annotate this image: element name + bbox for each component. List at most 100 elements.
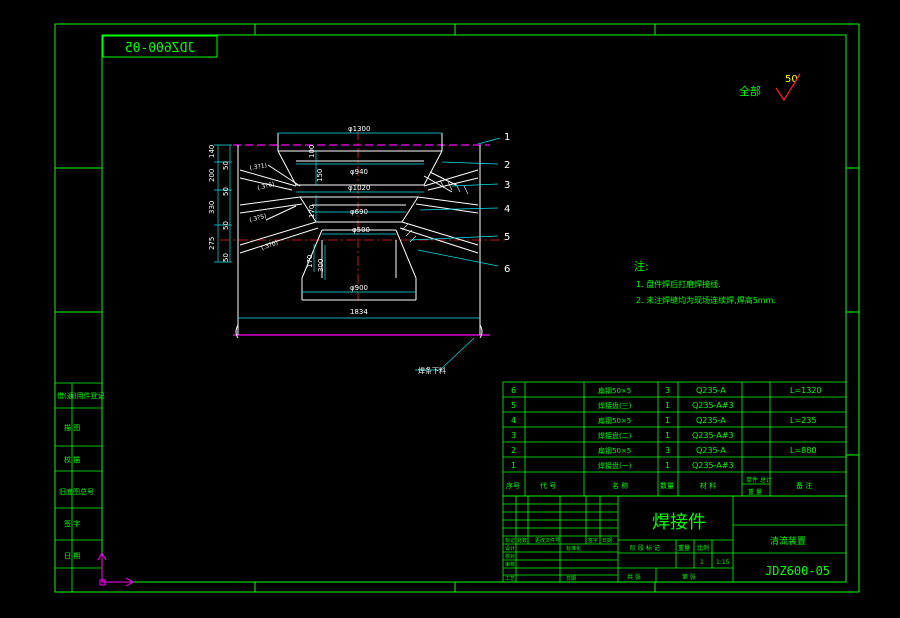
svg-text:1: 1 <box>511 461 516 470</box>
dim-d4: φ500 <box>352 226 370 234</box>
callout-3: 3 <box>504 180 510 191</box>
svg-text:Q235-A: Q235-A <box>696 386 726 395</box>
svg-text:数量: 数量 <box>660 481 674 490</box>
svg-text:备 注: 备 注 <box>796 481 812 490</box>
svg-text:3: 3 <box>665 446 670 455</box>
dim-small-1: 50 <box>222 161 230 170</box>
dim-inner-1: 100 <box>308 145 316 158</box>
svg-text:工艺: 工艺 <box>505 576 515 582</box>
dim-bottom-dia: φ900 <box>350 284 368 292</box>
angle-tag-4: (.3?0) <box>260 239 279 252</box>
struts-left <box>239 164 319 254</box>
svg-text:Q235-A: Q235-A <box>696 416 726 425</box>
svg-text:更改文件号: 更改文件号 <box>535 537 560 544</box>
svg-text:1:15: 1:15 <box>716 559 730 566</box>
disc-2 <box>299 196 419 223</box>
svg-text:1: 1 <box>700 559 704 566</box>
side-block-text: 借(通)用件登记 描 图 校 描 旧底图总号 签 字 日 期 <box>57 391 104 560</box>
roughness-value: 50 <box>785 74 798 85</box>
svg-text:代 号: 代 号 <box>540 481 556 490</box>
dim-small-3: 50 <box>222 221 230 230</box>
svg-text:焊接盘(一): 焊接盘(一) <box>598 461 632 470</box>
svg-text:材 料: 材 料 <box>700 481 716 490</box>
bom-table <box>502 381 847 497</box>
svg-text:校对: 校对 <box>505 553 515 560</box>
zone-ticks <box>55 24 859 592</box>
svg-text:单件: 单件 <box>746 476 758 484</box>
part-view: φ1300 φ940 φ1020 φ690 φ500 φ900 1834 140… <box>208 125 510 375</box>
dim-inner-3: 170 <box>308 205 316 218</box>
dim-h1: 140 <box>208 145 216 158</box>
svg-text:重 量: 重 量 <box>748 488 762 496</box>
dim-inner-2: 150 <box>316 169 324 182</box>
svg-text:签 字: 签 字 <box>64 519 80 528</box>
svg-text:日期: 日期 <box>602 538 612 544</box>
disc-3 <box>301 229 417 301</box>
svg-text:总计: 总计 <box>760 476 772 484</box>
svg-text:1: 1 <box>665 401 670 410</box>
svg-text:比例: 比例 <box>697 544 709 552</box>
callout-5: 5 <box>504 232 510 243</box>
svg-text:重量: 重量 <box>678 544 690 552</box>
svg-text:3: 3 <box>511 431 516 440</box>
dimension-lines <box>214 132 480 319</box>
svg-text:3: 3 <box>665 386 670 395</box>
svg-text:焊接盘(二): 焊接盘(二) <box>598 431 632 440</box>
svg-text:焊接盘(三): 焊接盘(三) <box>598 401 632 410</box>
svg-text:签字: 签字 <box>588 537 598 544</box>
roughness-check-icon <box>775 73 801 102</box>
dim-small-4: 50 <box>222 253 230 262</box>
title-block <box>502 495 847 583</box>
outer-casing <box>235 145 483 339</box>
svg-text:1: 1 <box>665 461 670 470</box>
callout-4: 4 <box>504 204 510 215</box>
svg-text:6: 6 <box>511 386 516 395</box>
inner-frame <box>101 34 847 583</box>
svg-text:设计: 设计 <box>505 545 515 552</box>
dim-d1: φ940 <box>350 168 368 176</box>
callout-leaders <box>409 137 501 371</box>
callout-2: 2 <box>504 160 510 171</box>
svg-text:校 描: 校 描 <box>64 455 80 464</box>
bom-cells: 6 扁钢50×5 3 Q235-A L=1320 5 焊接盘(三) 1 Q235… <box>506 386 822 496</box>
svg-text:4: 4 <box>511 416 516 425</box>
note-2: 2. 未注焊缝均为现场连续焊,焊高5mm. <box>636 295 776 305</box>
angle-tag-1: (.3?1) <box>249 162 267 172</box>
dim-inner-4: 170 <box>306 255 314 268</box>
assembly-name: 清流装置 <box>770 535 806 547</box>
title-block-text: 焊接件 清流装置 JDZ600-05 阶 段 标 记 重量 比例 1 1:15 … <box>505 512 830 582</box>
dim-h4: 275 <box>208 237 216 250</box>
svg-text:Q235-A#3: Q235-A#3 <box>692 401 734 410</box>
roughness-label: 全部 <box>739 84 761 98</box>
svg-text:扁钢50×5: 扁钢50×5 <box>598 446 631 455</box>
dim-h3: 330 <box>208 201 216 214</box>
dim-small-2: 50 <box>222 187 230 196</box>
svg-text:第 张: 第 张 <box>682 573 696 581</box>
slot-label: 焊条下料 <box>418 366 446 375</box>
svg-text:描 图: 描 图 <box>64 423 80 432</box>
svg-text:日 期: 日 期 <box>64 552 80 560</box>
svg-text:标记: 标记 <box>505 537 515 544</box>
struts-right <box>399 169 479 254</box>
dim-overall-width: 1834 <box>350 308 368 316</box>
notes-heading: 注: <box>634 259 649 273</box>
angle-tag-3: (.3?5) <box>249 213 268 224</box>
svg-text:名 称: 名 称 <box>612 481 628 490</box>
svg-text:1: 1 <box>665 431 670 440</box>
svg-text:L=235: L=235 <box>790 416 816 425</box>
dim-h2: 200 <box>208 169 216 182</box>
svg-text:1: 1 <box>665 416 670 425</box>
svg-text:L=880: L=880 <box>790 446 816 455</box>
note-1: 1. 盘件焊后打磨焊接线. <box>636 279 721 289</box>
svg-text:Q235-A#3: Q235-A#3 <box>692 431 734 440</box>
notes: 注: 1. 盘件焊后打磨焊接线. 2. 未注焊缝均为现场连续焊,焊高5mm. <box>634 259 776 305</box>
dim-top-dia: φ1300 <box>348 125 370 133</box>
dim-d3: φ690 <box>350 208 368 216</box>
svg-text:处数: 处数 <box>517 537 527 544</box>
callout-6: 6 <box>504 264 510 275</box>
svg-text:标准化: 标准化 <box>566 545 581 552</box>
svg-text:扁钢50×5: 扁钢50×5 <box>598 386 631 395</box>
svg-text:扁钢50×5: 扁钢50×5 <box>598 416 631 425</box>
outer-frame <box>54 23 860 593</box>
